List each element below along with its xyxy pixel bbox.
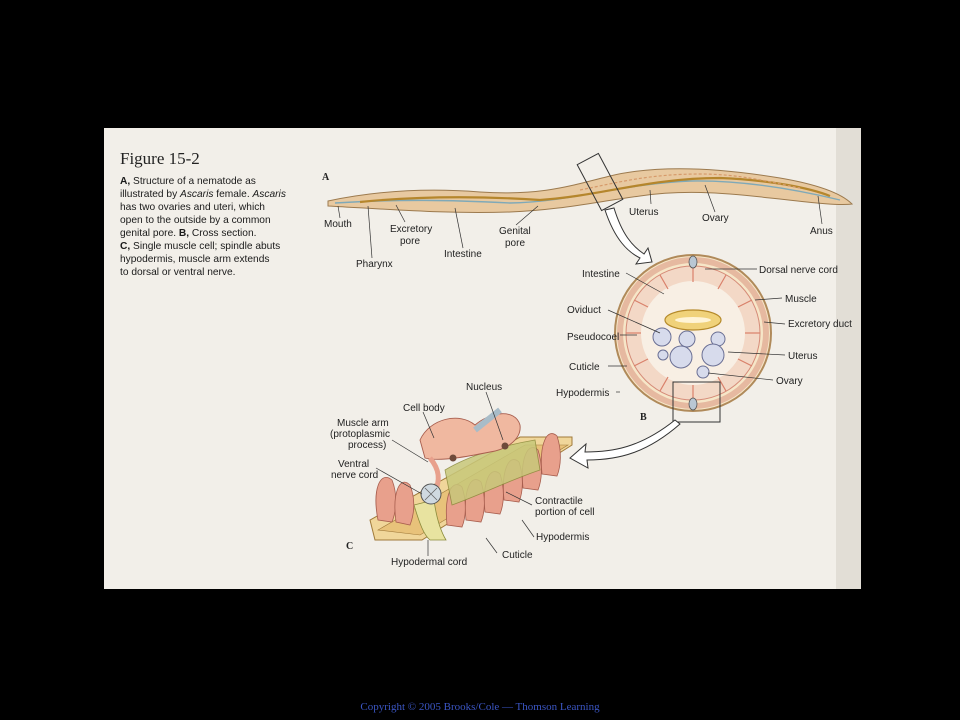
label-ovary-a: Ovary [702, 213, 729, 224]
figure-title: Figure 15-2 [120, 149, 200, 168]
panel-label-b: B [640, 412, 647, 423]
label-muscle: Muscle [785, 294, 817, 305]
label-uterus-a: Uterus [629, 207, 658, 218]
label-cuticle-c: Cuticle [502, 550, 533, 561]
label-anus: Anus [810, 226, 833, 237]
caption-line: hypodermis, muscle arm extends [120, 254, 269, 265]
caption-line: open to the outside by a common [120, 215, 271, 226]
label-cuticle-b: Cuticle [569, 362, 600, 373]
caption-line: C, Single muscle cell; spindle abuts [120, 241, 280, 252]
muscle-cell-drawing [369, 407, 573, 541]
page-fold-shadow [836, 128, 861, 589]
ventral-detail-box [672, 381, 721, 423]
caption-line: to dorsal or ventral nerve. [120, 267, 236, 278]
cross-section [614, 254, 772, 412]
label-pseudocoel: Pseudocoel [567, 332, 619, 343]
label-uterus-b: Uterus [788, 351, 817, 362]
caption-line: genital pore. B, Cross section. [120, 228, 256, 239]
panel-label-a: A [322, 172, 330, 183]
caption-line: illustrated by Ascaris female. Ascaris [120, 189, 286, 200]
label-intestine-a: Intestine [444, 249, 482, 260]
label-intestine-b: Intestine [582, 269, 620, 280]
label-mouth: Mouth [324, 219, 352, 230]
label-pharynx: Pharynx [356, 259, 393, 270]
label-excretory-duct: Excretory duct [788, 319, 852, 330]
cross-section-box-a [576, 152, 624, 212]
label-hypodermis-b: Hypodermis [556, 388, 609, 399]
label-hypodermis-c: Hypodermis [536, 532, 589, 543]
caption-line: has two ovaries and uteri, which [120, 202, 265, 213]
label-nucleus: Nucleus [466, 382, 502, 393]
caption-line: A, Structure of a nematode as [120, 176, 256, 187]
nematode-body [327, 168, 854, 214]
label-hypodermal-cord: Hypodermal cord [391, 557, 467, 568]
label-cell-body: Cell body [403, 403, 445, 414]
label-oviduct: Oviduct [567, 305, 601, 316]
copyright-notice: Copyright © 2005 Brooks/Cole — Thomson L… [360, 701, 600, 713]
figure-caption: A, Structure of a nematode as illustrate… [120, 176, 286, 278]
panel-label-c: C [346, 541, 353, 552]
label-ovary-b: Ovary [776, 376, 803, 387]
label-dorsal-nerve-cord: Dorsal nerve cord [759, 265, 838, 276]
arrow-to-cross-section [604, 207, 653, 265]
arrow-to-muscle-cell [569, 419, 681, 469]
